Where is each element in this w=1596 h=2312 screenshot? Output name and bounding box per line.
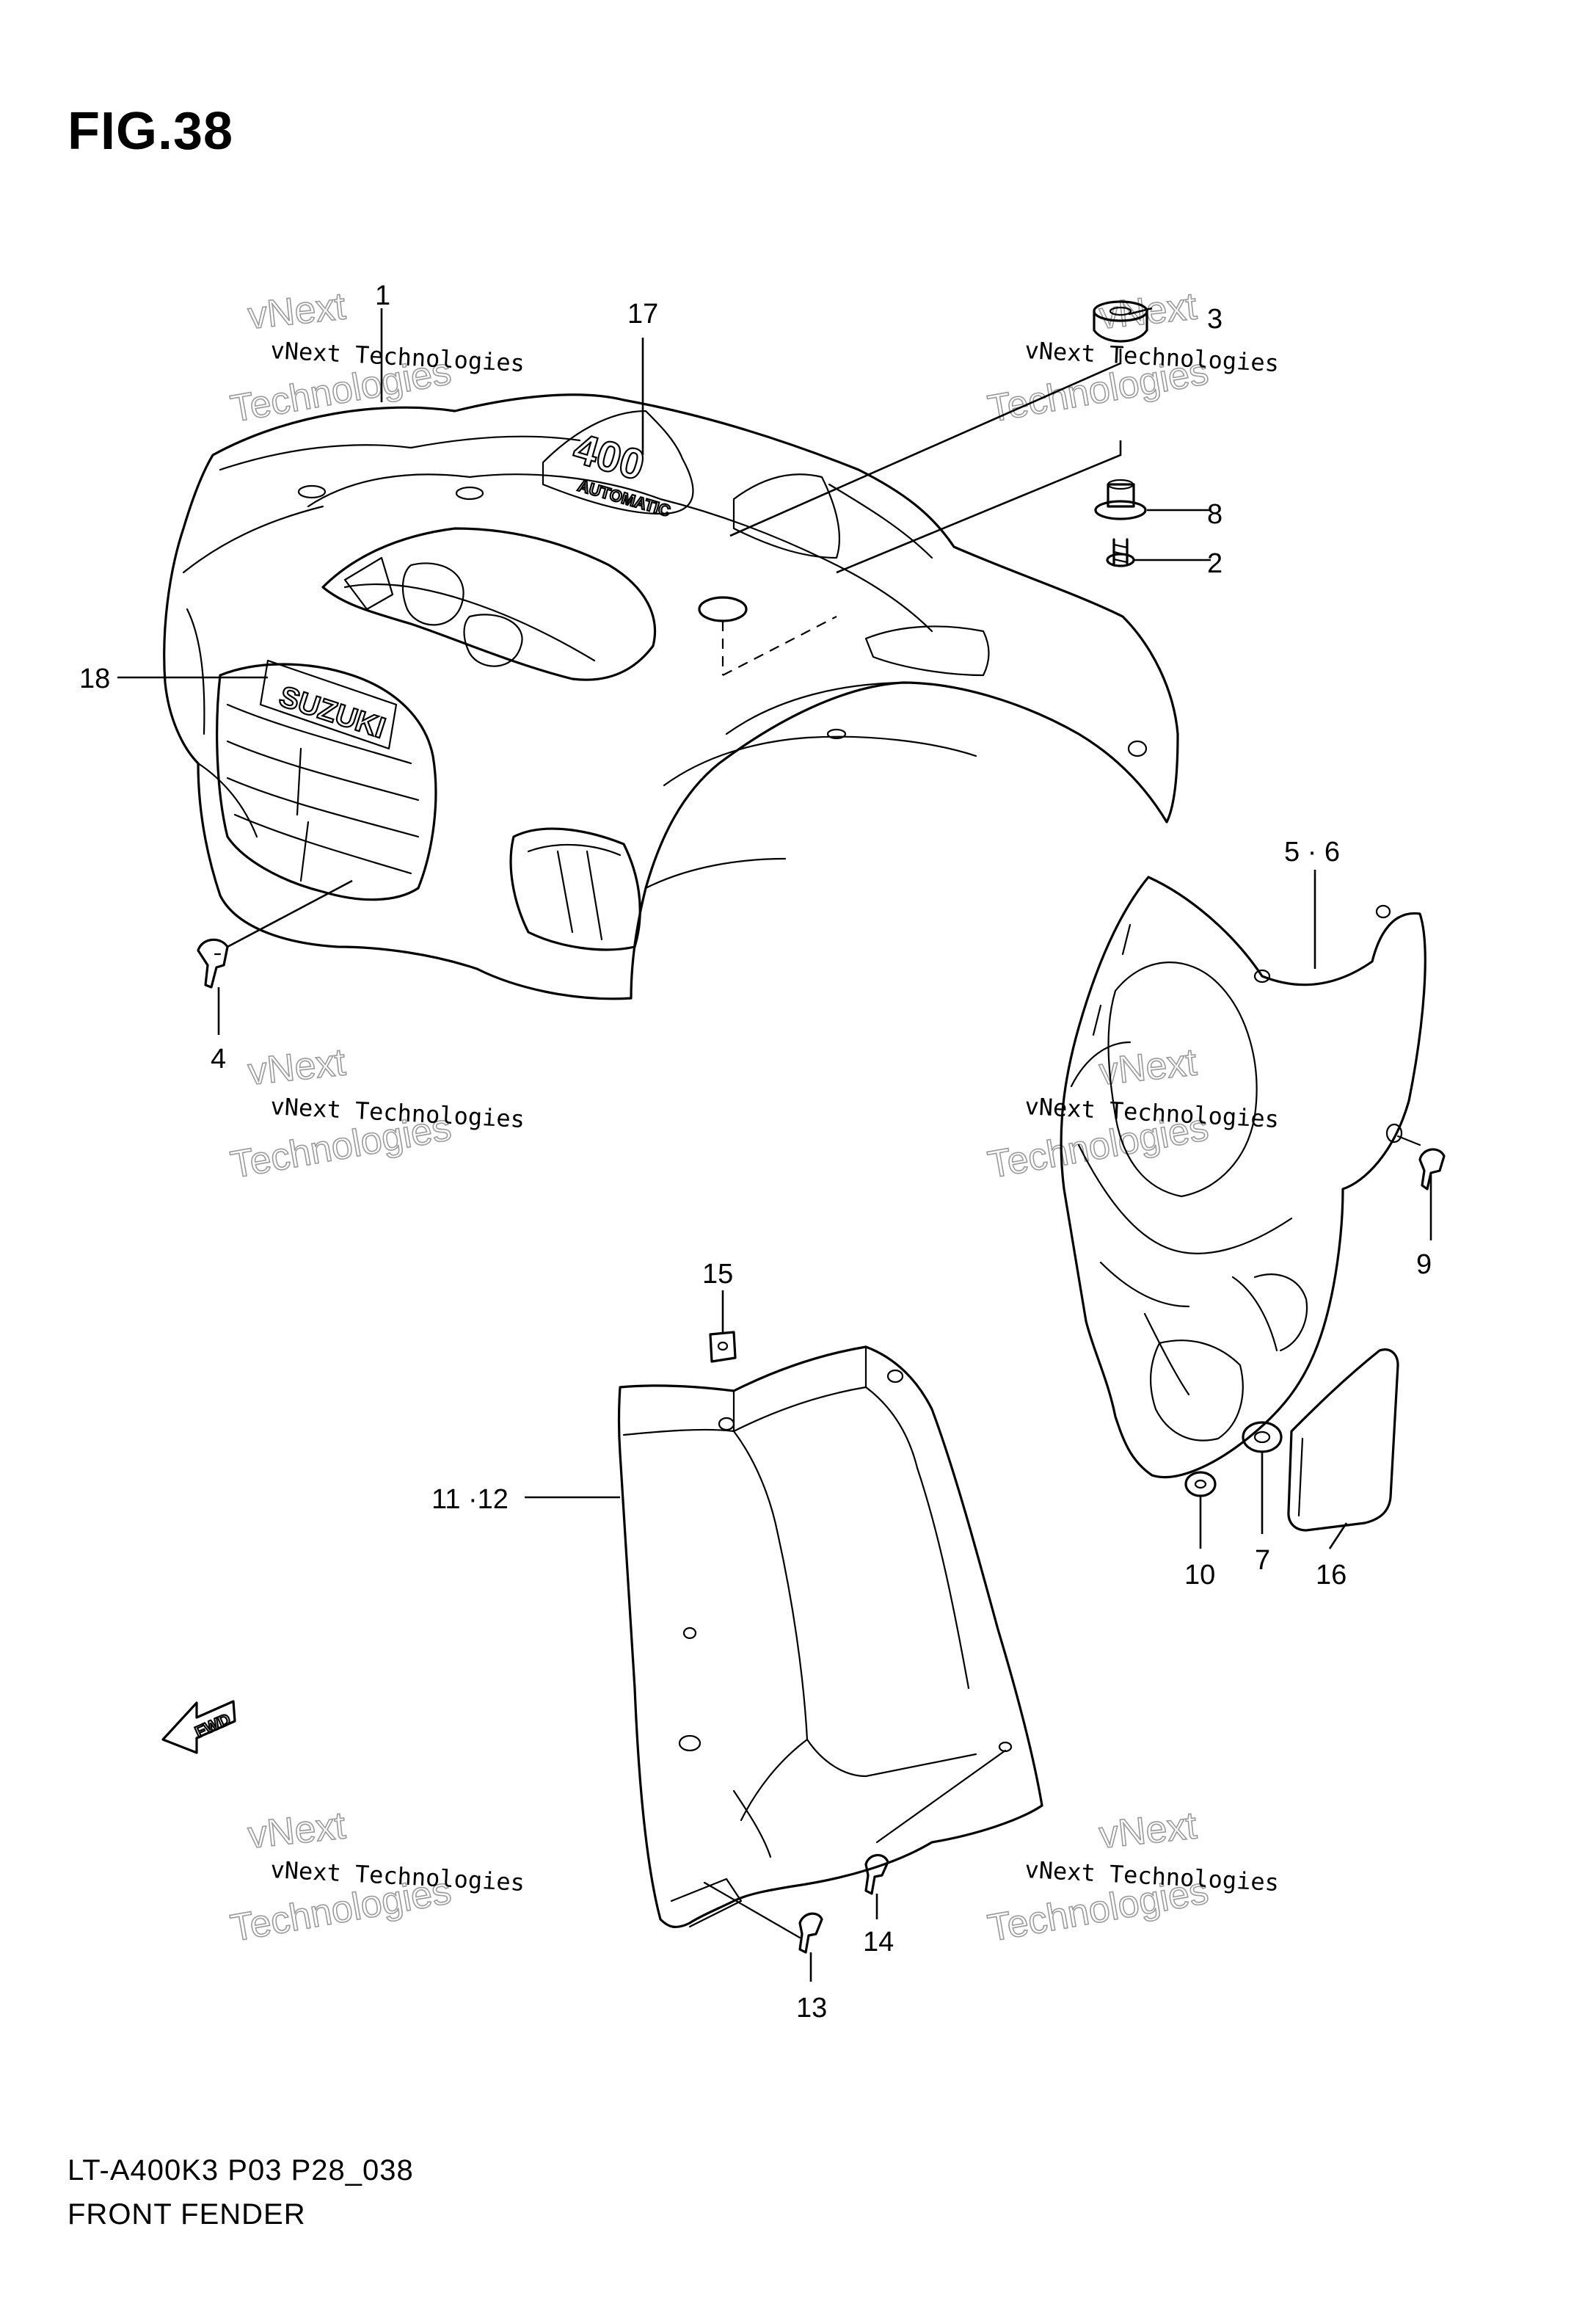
washer-drawing	[1184, 1471, 1217, 1497]
inner-panel-lower-drawing	[617, 1345, 1043, 1939]
callout-1: 1	[375, 280, 390, 311]
clip-nut-drawing	[709, 1331, 737, 1363]
inner-panel-right-drawing	[1060, 876, 1426, 1479]
callout-18: 18	[79, 664, 110, 694]
drawing-title: FRONT FENDER	[68, 2198, 306, 2231]
cover-drawing	[1287, 1348, 1399, 1532]
bolt-14-drawing	[864, 1854, 889, 1895]
callout-4: 4	[211, 1044, 226, 1075]
leader-16	[1328, 1522, 1348, 1549]
svg-text:vNext: vNext	[246, 1041, 348, 1094]
leader-3-hole	[729, 349, 1122, 537]
screw-9-drawing	[1418, 1148, 1446, 1190]
svg-text:SUZUKI: SUZUKI	[275, 680, 389, 745]
front-fender-drawing: 400 AUTOMATIC SUZUKI	[163, 393, 1179, 1000]
callout-5-6: 5 · 6	[1284, 837, 1340, 868]
callout-9: 9	[1416, 1249, 1432, 1280]
svg-text:vNext: vNext	[1097, 1041, 1199, 1094]
callout-15: 15	[702, 1259, 733, 1290]
drawing-code: LT-A400K3 P03 P28_038	[68, 2154, 414, 2186]
callout-13: 13	[796, 1993, 827, 2024]
svg-text:vNext: vNext	[246, 285, 348, 338]
watermark-mid-right: vNext Technologies vNext Technologies	[984, 1041, 1280, 1188]
svg-text:FWD: FWD	[192, 1709, 233, 1741]
leader-8-hole	[836, 440, 1122, 574]
fwd-arrow: FWD	[161, 1700, 236, 1754]
watermark-bottom-right: vNext Technologies vNext Technologies	[984, 1804, 1280, 1951]
grommet-drawing	[1093, 300, 1148, 343]
callout-3: 3	[1207, 304, 1222, 335]
callout-2: 2	[1207, 548, 1222, 579]
bolt-drawing	[1106, 538, 1135, 567]
callout-16: 16	[1316, 1560, 1347, 1591]
screw-drawing	[197, 938, 229, 989]
watermark-mid-left: vNext Technologies vNext Technologies	[227, 1041, 525, 1188]
leader-3	[1128, 307, 1153, 316]
callout-14: 14	[863, 1927, 894, 1957]
screw-13-drawing	[798, 1912, 823, 1954]
callout-8: 8	[1207, 499, 1222, 530]
figure-label: FIG.38	[68, 102, 234, 161]
collar-drawing	[1094, 479, 1147, 520]
svg-text:vNext: vNext	[246, 1804, 348, 1857]
callout-17: 17	[627, 299, 658, 330]
watermark-bottom-left: vNext Technologies vNext Technologies	[227, 1804, 525, 1951]
svg-text:vNext: vNext	[1097, 1804, 1199, 1857]
watermark-top-right: vNext Technologies vNext Technologies	[984, 285, 1280, 432]
callout-11-12: 11 ·12	[431, 1484, 509, 1515]
callout-7: 7	[1255, 1545, 1270, 1576]
leader-4-hole	[227, 879, 353, 948]
callout-10: 10	[1184, 1560, 1215, 1591]
